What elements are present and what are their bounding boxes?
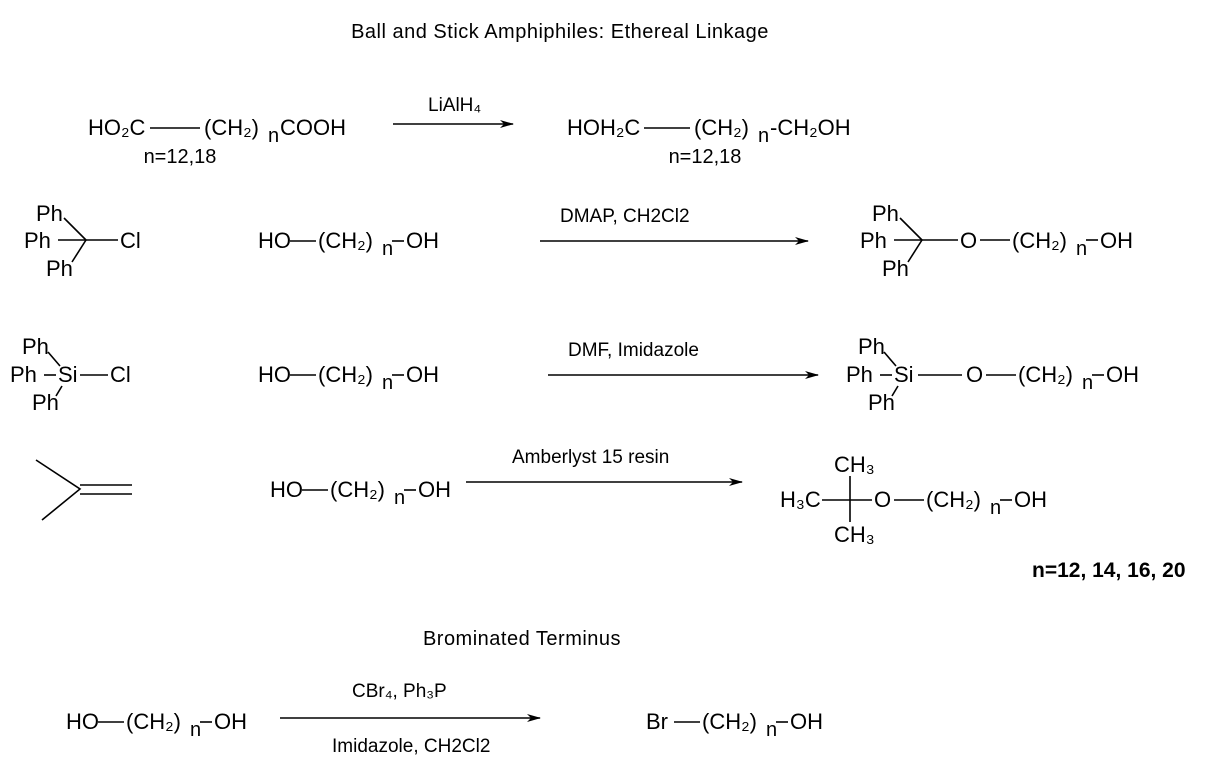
r3-bond-bottom (55, 385, 63, 397)
r4-diol-ho: HO (270, 477, 303, 502)
r2-p-n: n (1076, 238, 1087, 260)
r2-p-ph-left: Ph (860, 228, 887, 253)
r3-p-ph-bottom: Ph (868, 390, 895, 415)
r5-conditions-bottom: Imidazole, CH2Cl2 (332, 736, 490, 757)
r3-si: Si (58, 362, 78, 387)
r4-p-n: n (990, 497, 1001, 519)
r1-product-note: n=12,18 (669, 146, 742, 168)
r5-p-chain: (CH₂) (702, 709, 757, 734)
r2-p-bond-top (899, 217, 923, 241)
r3-ph-left: Ph (10, 362, 37, 387)
r3-bond-top (47, 351, 61, 367)
r3-p-chain: (CH₂) (1018, 362, 1073, 387)
r1-product-chain: (CH₂) (694, 115, 749, 140)
r2-bond-top (63, 217, 87, 241)
r1-reactant-end: COOH (280, 115, 346, 140)
r1-reagent: LiAlH₄ (428, 95, 481, 116)
reaction-5: HO (CH₂) n OH CBr₄, Ph₃P Imidazole, CH2C… (66, 681, 823, 757)
r5-diol-oh: OH (214, 709, 247, 734)
r4-diol-oh: OH (418, 477, 451, 502)
r5-p-br: Br (646, 709, 668, 734)
r2-cl: Cl (120, 228, 141, 253)
r3-p-n: n (1082, 372, 1093, 394)
r5-diol-ho: HO (66, 709, 99, 734)
r3-diol-n: n (382, 372, 393, 394)
r4-p-oh: OH (1014, 487, 1047, 512)
r4-isobutylene-skeleton (35, 459, 82, 521)
reaction-2: Ph Ph Ph Cl HO (CH₂) n OH DMAP, CH2Cl2 P… (24, 201, 1133, 281)
r2-p-ph-bottom: Ph (882, 256, 909, 281)
r3-ph-top: Ph (22, 334, 49, 359)
main-title: Ball and Stick Amphiphiles: Ethereal Lin… (351, 21, 769, 43)
r5-diol-n: n (190, 719, 201, 741)
r3-p-oh: OH (1106, 362, 1139, 387)
r5-p-oh: OH (790, 709, 823, 734)
r3-p-bond-top (883, 351, 897, 367)
r4-diol-chain: (CH₂) (330, 477, 385, 502)
r3-p-si: Si (894, 362, 914, 387)
reaction-3: Ph Ph Ph Si Cl HO (CH₂) n OH DMF, Imidaz… (10, 334, 1139, 415)
r4-conditions: Amberlyst 15 resin (512, 447, 669, 468)
r3-diol-chain: (CH₂) (318, 362, 373, 387)
r3-diol-ho: HO (258, 362, 291, 387)
r5-conditions-top: CBr₄, Ph₃P (352, 681, 447, 702)
r4-p-chain: (CH₂) (926, 487, 981, 512)
r2-bond-bottom (71, 239, 87, 263)
r2-p-o: O (960, 228, 977, 253)
r3-diol-oh: OH (406, 362, 439, 387)
r1-product-n: n (758, 125, 769, 147)
r1-reactant-chain: (CH₂) (204, 115, 259, 140)
r2-ph-top: Ph (36, 201, 63, 226)
r2-diol-oh: OH (406, 228, 439, 253)
r2-p-chain: (CH₂) (1012, 228, 1067, 253)
r2-p-oh: OH (1100, 228, 1133, 253)
r1-product-end: -CH₂OH (770, 115, 851, 140)
r3-p-ph-top: Ph (858, 334, 885, 359)
r4-p-ch3-bottom: CH₃ (834, 522, 875, 547)
r5-diol-chain: (CH₂) (126, 709, 181, 734)
r2-p-ph-top: Ph (872, 201, 899, 226)
r1-reactant-note: n=12,18 (144, 146, 217, 168)
r2-p-bond-bottom (907, 239, 923, 263)
r2-conditions: DMAP, CH2Cl2 (560, 206, 690, 227)
r1-reactant-n: n (268, 125, 279, 147)
r3-cl: Cl (110, 362, 131, 387)
r2-ph-bottom: Ph (46, 256, 73, 281)
r2-ph-left: Ph (24, 228, 51, 253)
r2-diol-chain: (CH₂) (318, 228, 373, 253)
r4-diol-n: n (394, 487, 405, 509)
r2-diol-ho: HO (258, 228, 291, 253)
r3-p-bond-bottom (891, 385, 899, 397)
r4-note: n=12, 14, 16, 20 (1032, 559, 1186, 582)
bromo-title: Brominated Terminus (423, 628, 621, 650)
r3-p-ph-left: Ph (846, 362, 873, 387)
r4-p-ch3-top: CH₃ (834, 452, 875, 477)
reaction-1: HO₂C (CH₂) n COOH n=12,18 LiAlH₄ HOH₂C (… (88, 95, 851, 168)
r1-product-left: HOH₂C (567, 115, 640, 140)
r5-p-n: n (766, 719, 777, 741)
r3-ph-bottom: Ph (32, 390, 59, 415)
r3-conditions: DMF, Imidazole (568, 340, 699, 361)
r2-diol-n: n (382, 238, 393, 260)
r4-p-h3c: H₃C (780, 487, 821, 512)
reaction-4: HO (CH₂) n OH Amberlyst 15 resin CH₃ H₃C… (35, 447, 1186, 582)
r4-p-o: O (874, 487, 891, 512)
r3-p-o: O (966, 362, 983, 387)
r1-reactant-left: HO₂C (88, 115, 146, 140)
